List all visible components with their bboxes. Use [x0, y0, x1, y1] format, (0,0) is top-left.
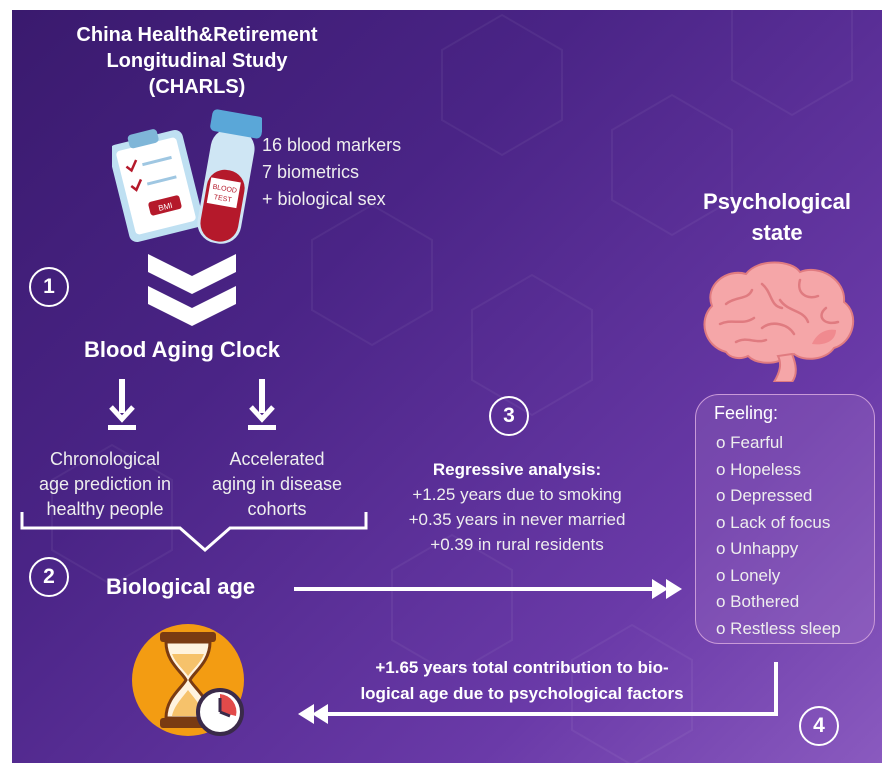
- feeling-item: o Restless sleep: [716, 618, 841, 638]
- contribution-text: +1.65 years total contribution to bio- l…: [302, 655, 742, 707]
- regression-line-3: +0.39 in rural residents: [430, 535, 604, 554]
- clipboard-bmi-label: BMI: [157, 201, 173, 213]
- psych-title-line-1: Psychological: [703, 189, 851, 214]
- step-1-badge: 1: [29, 267, 69, 307]
- brain-icon: [703, 261, 854, 382]
- regression-line-2: +0.35 years in never married: [408, 510, 626, 529]
- input-line-3: + biological sex: [262, 189, 386, 209]
- regression-line-1: +1.25 years due to smoking: [412, 485, 622, 504]
- feeling-list: o Fearful o Hopeless o Depressed o Lack …: [716, 430, 841, 642]
- step-3-badge: 3: [489, 396, 529, 436]
- accelerated-line-2: aging in disease: [211, 474, 343, 494]
- arrow-down-icon-left: [108, 379, 136, 430]
- feeling-item: o Lack of focus: [716, 512, 831, 532]
- chronological-line-2: age prediction in: [38, 474, 172, 494]
- tube-label-line-2: TEST: [213, 194, 233, 204]
- arrow-down-icon-right: [248, 379, 276, 430]
- feeling-box: [695, 394, 875, 644]
- infographic-canvas: China Health&Retirement Longitudinal Stu…: [12, 10, 882, 763]
- input-list: 16 blood markers 7 biometrics + biologic…: [262, 132, 401, 213]
- study-title: China Health&Retirement Longitudinal Stu…: [52, 22, 342, 100]
- blood-tube-icon: BLOOD TEST: [197, 109, 262, 244]
- clipboard-icon: BMI: [112, 129, 204, 243]
- feeling-heading: Feeling:: [714, 403, 779, 423]
- clipboard-blood-test-icon: BMI BLOOD TEST: [112, 109, 262, 244]
- hourglass-clock-icon: [132, 624, 244, 736]
- feeling-item: o Lonely: [716, 565, 781, 585]
- contribution-line-2: logical age due to psychological factors: [360, 684, 684, 703]
- chronological-line-1: Chronological: [49, 449, 161, 469]
- double-chevron-down-icon: [148, 254, 236, 326]
- study-title-line-1: China Health&Retirement: [76, 24, 318, 46]
- blood-aging-clock-title: Blood Aging Clock: [84, 337, 280, 362]
- return-arrow-icon: [298, 662, 778, 724]
- step-2-badge: 2: [29, 557, 69, 597]
- feeling-item: o Depressed: [716, 486, 813, 505]
- accelerated-aging-text: Accelerated aging in disease cohorts: [194, 447, 360, 522]
- regression-heading: Regressive analysis:: [432, 460, 602, 479]
- accelerated-line-3: cohorts: [247, 499, 307, 519]
- feeling-item: o Fearful: [716, 433, 784, 452]
- accelerated-line-1: Accelerated: [229, 449, 325, 469]
- contribution-line-1: +1.65 years total contribution to bio-: [375, 658, 669, 677]
- tube-label-line-1: BLOOD: [212, 184, 237, 195]
- study-title-line-2: Longitudinal Study: [106, 50, 288, 72]
- biological-age-label: Biological age: [106, 574, 256, 599]
- chronological-age-text: Chronological age prediction in healthy …: [20, 447, 190, 522]
- study-title-line-3: (CHARLS): [148, 76, 246, 98]
- input-line-2: 7 biometrics: [262, 162, 360, 182]
- chronological-line-3: healthy people: [46, 499, 164, 519]
- psych-title-line-2: state: [751, 220, 803, 245]
- input-line-1: 16 blood markers: [262, 135, 402, 155]
- feeling-item: o Bothered: [716, 592, 800, 611]
- feeling-item: o Unhappy: [716, 539, 799, 558]
- regression-results: Regressive analysis: +1.25 years due to …: [372, 457, 662, 557]
- psychological-state-title: Psychological state: [692, 186, 862, 248]
- feeling-item: o Hopeless: [716, 459, 802, 479]
- arrow-right-icon: [294, 579, 682, 599]
- merge-bracket: [20, 512, 368, 552]
- step-4-badge: 4: [799, 706, 839, 746]
